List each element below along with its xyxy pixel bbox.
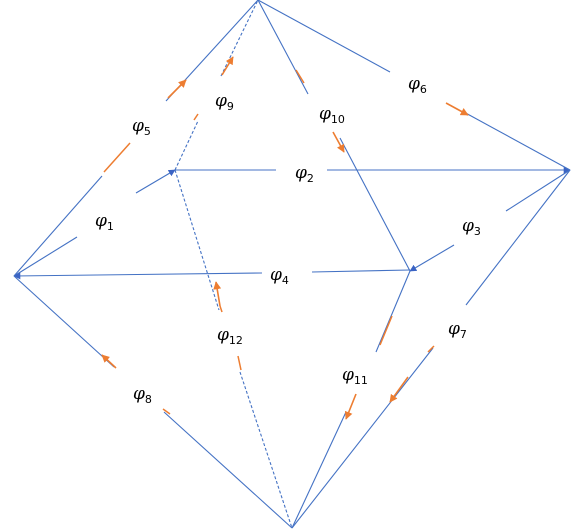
edge-phi4 — [13, 269, 411, 280]
label-phi12: φ12 — [217, 325, 243, 347]
label-phi7: φ7 — [448, 319, 467, 341]
orange-tick-marks — [103, 69, 435, 415]
edge-phi11 — [291, 270, 411, 529]
arrow-phi8 — [101, 354, 117, 369]
label-phi3: φ3 — [462, 216, 481, 238]
edge-phi7 — [291, 169, 571, 529]
label-phi10: φ10 — [319, 104, 345, 126]
arrow-phi7 — [389, 376, 409, 403]
orange-arrows — [101, 56, 469, 420]
edge-phi9 — [174, 0, 259, 171]
edge-phi6 — [257, 0, 571, 171]
label-phi4: φ4 — [270, 265, 289, 287]
label-phi11: φ11 — [342, 365, 368, 387]
arrow-phi12 — [213, 281, 222, 307]
label-phi1: φ1 — [95, 211, 114, 233]
edge-phi8 — [13, 275, 293, 529]
arrow-phi5 — [167, 79, 187, 99]
label-phi6: φ6 — [408, 74, 427, 96]
label-phi2: φ2 — [295, 163, 314, 185]
arrow-phi9 — [221, 56, 234, 76]
arrow-phi11 — [344, 393, 357, 420]
edge-phi3 — [409, 169, 571, 272]
arrow-phi6 — [445, 102, 469, 116]
edge-phi10 — [257, 0, 411, 272]
edge-phi1 — [13, 169, 176, 277]
arrow-phi10 — [332, 131, 345, 153]
label-phi8: φ8 — [133, 384, 152, 406]
edge-phi5 — [13, 0, 259, 277]
labels: φ1 φ2 φ3 φ4 φ5 φ6 φ7 φ8 φ9 φ10 φ11 φ12 — [95, 74, 481, 406]
label-phi9: φ9 — [215, 91, 234, 113]
label-phi5: φ5 — [132, 116, 151, 138]
edge-phi12 — [174, 169, 293, 529]
